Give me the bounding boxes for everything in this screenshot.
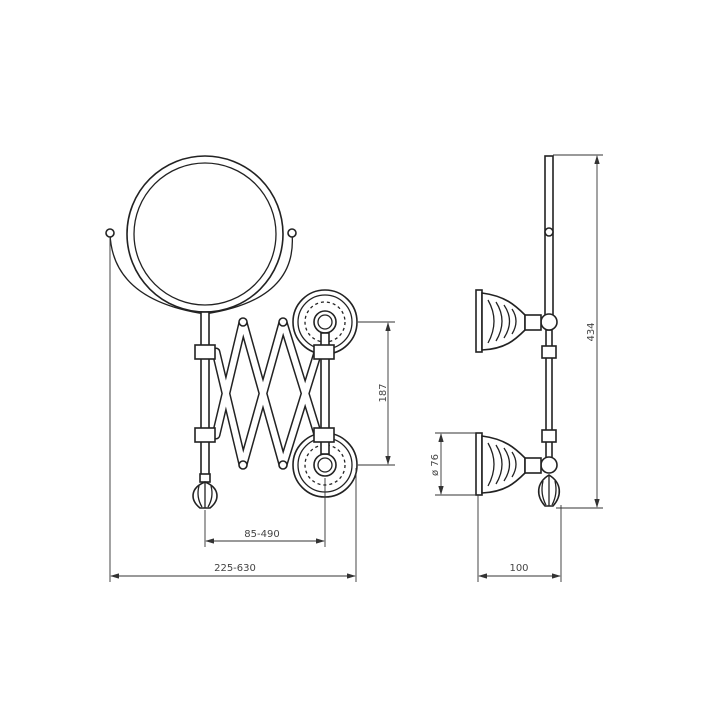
- dim-mount-spacing: 187: [378, 383, 389, 402]
- mirror-frame: [126, 155, 284, 313]
- clamp: [194, 344, 216, 360]
- yoke-pin-left: [105, 228, 115, 238]
- dim-arm-extension: 85-490: [244, 529, 279, 540]
- dim-height: 434: [586, 322, 597, 341]
- dimension-lines: [109, 154, 603, 582]
- wall-rosette-top: [292, 289, 358, 355]
- clamp: [194, 427, 216, 443]
- dim-total-extension: 225-630: [214, 563, 256, 574]
- scissor-arm: [211, 317, 323, 470]
- dim-flange-diameter: ø 76: [430, 454, 441, 476]
- wall-cup-lower: [475, 432, 542, 496]
- wall-rod: [320, 332, 330, 455]
- crystal-knob: [192, 473, 218, 509]
- wall-cup-upper: [475, 289, 542, 353]
- side-knob: [537, 474, 561, 507]
- side-view: [475, 155, 561, 507]
- mirror-glass: [133, 162, 277, 306]
- dimension-labels: 187 85-490 225-630 434 ø 76 100: [214, 322, 597, 574]
- dim-depth: 100: [509, 563, 528, 574]
- front-view: [105, 155, 358, 509]
- mirror-rod: [200, 311, 210, 478]
- yoke-pin-right: [287, 228, 297, 238]
- clamp: [313, 344, 335, 360]
- clamp: [313, 427, 335, 443]
